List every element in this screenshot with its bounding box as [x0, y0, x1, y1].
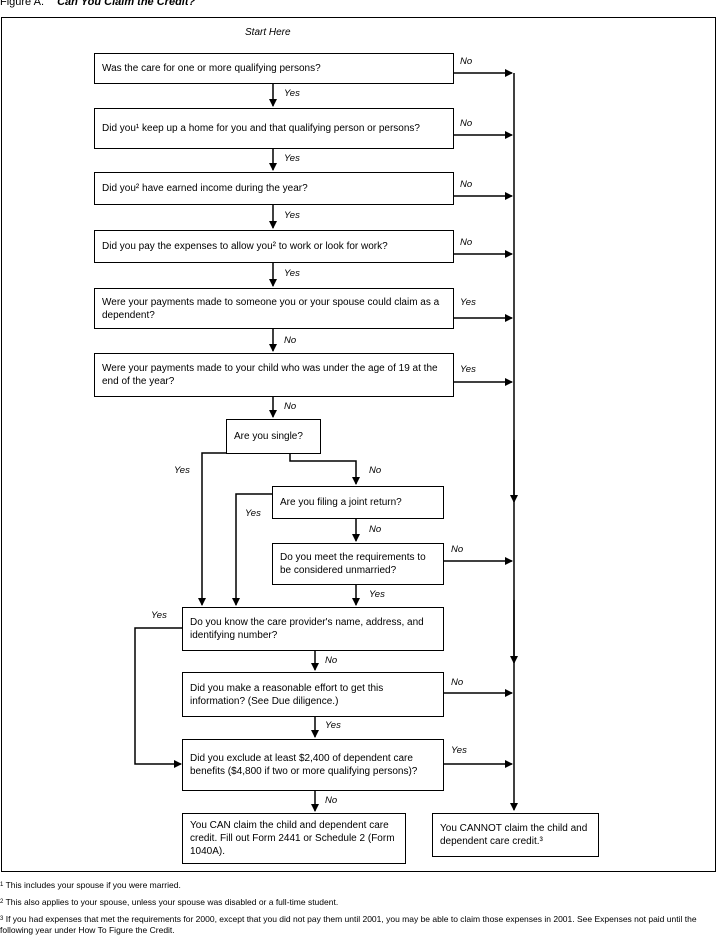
- question-dependent-payee: Were your payments made to someone you o…: [94, 288, 454, 329]
- box-text: Did you exclude at least $2,400 of depen…: [190, 753, 418, 777]
- label-yes: Yes: [284, 210, 300, 221]
- label-no: No: [369, 465, 382, 476]
- label-no: No: [325, 795, 338, 806]
- label-yes: Yes: [151, 610, 167, 621]
- box-text: You CAN claim the child and dependent ca…: [190, 820, 395, 857]
- label-yes: Yes: [460, 297, 476, 308]
- label-no: No: [460, 179, 473, 190]
- footnote-mark: 1: [0, 882, 4, 888]
- box-text: Were your payments made to your child wh…: [102, 363, 438, 387]
- question-keep-up-home: Did you¹ keep up a home for you and that…: [94, 108, 454, 149]
- start-here-label: Start Here: [245, 27, 291, 38]
- figure-heading: Can You Claim the Credit?: [57, 0, 196, 8]
- box-text: You CANNOT claim the child and dependent…: [440, 823, 588, 847]
- box-text: Did you pay the expenses to allow you² t…: [102, 241, 388, 252]
- label-no: No: [284, 335, 297, 346]
- footnote-text: This also applies to your spouse, unless…: [5, 897, 339, 907]
- label-no: No: [451, 544, 464, 555]
- box-text: Did you make a reasonable effort to get …: [190, 682, 384, 707]
- box-text: Did you¹ keep up a home for you and that…: [102, 123, 420, 134]
- box-text: Do you meet the requirements to be consi…: [280, 552, 426, 576]
- box-text: Did you² have earned income during the y…: [102, 183, 308, 194]
- label-yes: Yes: [325, 720, 341, 731]
- label-no: No: [460, 237, 473, 248]
- footnote-text: If you had expenses that met the require…: [0, 914, 697, 935]
- footnote-1: 1 This includes your spouse if you were …: [0, 880, 712, 891]
- question-single: Are you single?: [226, 419, 321, 454]
- figure-label: Figure A.: [0, 0, 45, 8]
- question-earned-income: Did you² have earned income during the y…: [94, 172, 454, 205]
- question-care-provider-info: Do you know the care provider's name, ad…: [182, 607, 444, 651]
- footnote-mark: 3: [0, 916, 4, 922]
- question-qualifying-persons: Was the care for one or more qualifying …: [94, 53, 454, 84]
- label-yes: Yes: [245, 508, 261, 519]
- question-reasonable-effort: Did you make a reasonable effort to get …: [182, 672, 444, 717]
- label-no: No: [451, 677, 464, 688]
- outcome-can-claim: You CAN claim the child and dependent ca…: [182, 813, 406, 864]
- question-child-under-19: Were your payments made to your child wh…: [94, 353, 454, 397]
- question-pay-expenses: Did you pay the expenses to allow you² t…: [94, 230, 454, 263]
- label-yes: Yes: [460, 364, 476, 375]
- label-yes: Yes: [369, 589, 385, 600]
- outcome-cannot-claim: You CANNOT claim the child and dependent…: [432, 813, 599, 857]
- label-yes: Yes: [284, 268, 300, 279]
- box-text: Are you filing a joint return?: [280, 497, 402, 508]
- label-no: No: [460, 118, 473, 129]
- footnote-3: 3 If you had expenses that met the requi…: [0, 914, 712, 936]
- footnote-text: This includes your spouse if you were ma…: [5, 880, 181, 890]
- question-considered-unmarried: Do you meet the requirements to be consi…: [272, 543, 444, 585]
- box-text: Do you know the care provider's name, ad…: [190, 617, 424, 641]
- label-no: No: [325, 655, 338, 666]
- footnote-2: 2 This also applies to your spouse, unle…: [0, 897, 712, 908]
- question-joint-return: Are you filing a joint return?: [272, 486, 444, 519]
- box-text: Were your payments made to someone you o…: [102, 296, 440, 321]
- label-no: No: [369, 524, 382, 535]
- flowchart-frame: [1, 17, 716, 872]
- label-yes: Yes: [174, 465, 190, 476]
- label-no: No: [460, 56, 473, 67]
- label-no: No: [284, 401, 297, 412]
- label-yes: Yes: [284, 88, 300, 99]
- figure-title: Figure A. Can You Claim the Credit?: [0, 0, 195, 8]
- label-yes: Yes: [284, 153, 300, 164]
- box-text: Was the care for one or more qualifying …: [102, 63, 321, 74]
- box-text: Are you single?: [234, 431, 303, 442]
- question-exclude-benefits: Did you exclude at least $2,400 of depen…: [182, 739, 444, 791]
- label-yes: Yes: [451, 745, 467, 756]
- footnote-mark: 2: [0, 899, 4, 905]
